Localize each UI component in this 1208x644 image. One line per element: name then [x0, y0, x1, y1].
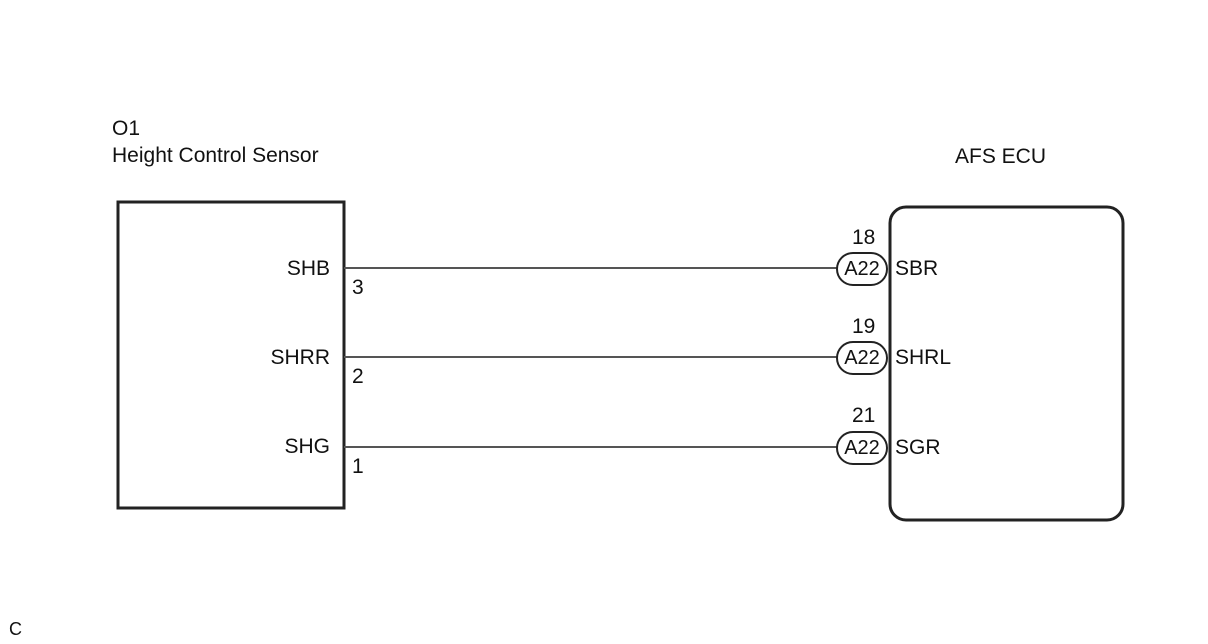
- ecu-signal-sbr: SBR: [895, 257, 939, 280]
- connector-a22-pin21: A22: [836, 431, 888, 465]
- ecu-signal-shrl: SHRL: [895, 346, 952, 369]
- ecu-signal-sgr: SGR: [895, 436, 941, 459]
- connector-a22-pin19: A22: [836, 341, 888, 375]
- ecu-name: AFS ECU: [955, 145, 1047, 168]
- sensor-code: O1: [112, 117, 141, 140]
- ecu-pin-18: 18: [852, 226, 876, 249]
- sensor-signal-shrr: SHRR: [270, 346, 330, 369]
- sensor-signal-shg: SHG: [284, 435, 330, 458]
- sensor-signal-shb: SHB: [286, 257, 330, 280]
- connector-a22-pin18: A22: [836, 252, 888, 286]
- sensor-pin-1: 1: [352, 455, 364, 478]
- ecu-box: [888, 205, 1125, 522]
- sensor-box: [116, 200, 346, 510]
- ecu-pin-21: 21: [852, 404, 876, 427]
- ecu-pin-19: 19: [852, 315, 876, 338]
- footer-code: C: [9, 619, 22, 639]
- sensor-pin-3: 3: [352, 276, 364, 299]
- sensor-name: Height Control Sensor: [112, 144, 319, 167]
- sensor-pin-2: 2: [352, 365, 364, 388]
